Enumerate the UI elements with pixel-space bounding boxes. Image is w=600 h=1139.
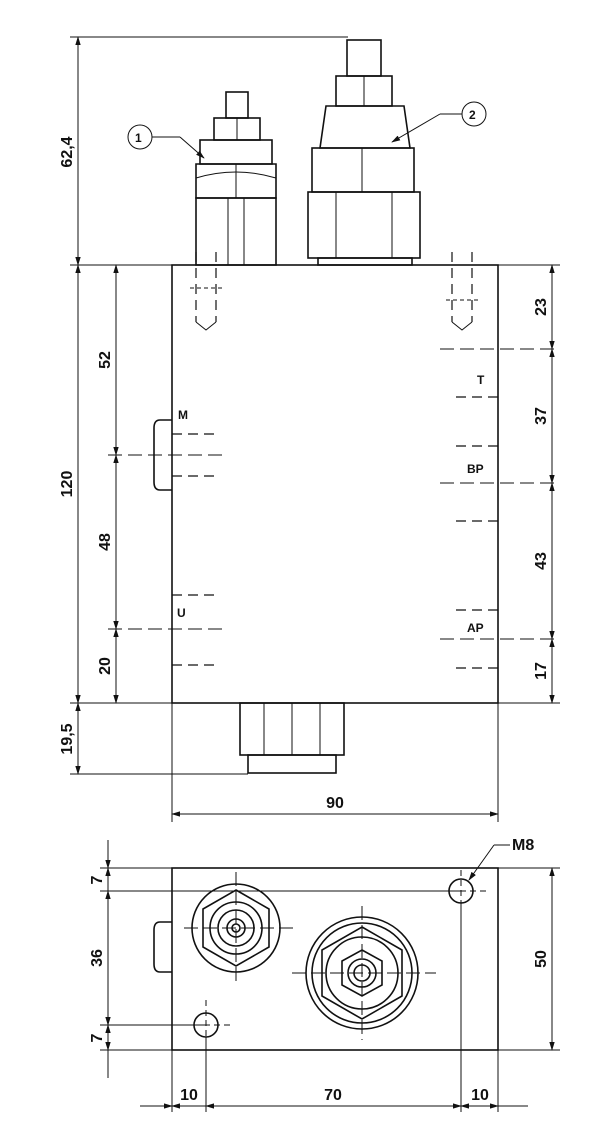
svg-text:2: 2	[469, 108, 476, 122]
cartridge-1	[195, 91, 277, 266]
port-small	[184, 872, 296, 984]
dim-width: 90	[326, 795, 344, 812]
threaded-hole-right	[446, 252, 478, 331]
bottom-plug	[239, 702, 345, 774]
threaded-hole-left	[190, 252, 222, 331]
dim-right-17: 17	[533, 662, 550, 680]
dim-bottom-plug: 19,5	[59, 723, 76, 754]
cartridge-2	[307, 39, 421, 266]
valve-body	[171, 264, 499, 704]
bottom-view-body	[171, 867, 499, 1051]
m8-leader: M8	[468, 837, 534, 881]
dim-right-37: 37	[533, 407, 550, 425]
dim-left-48: 48	[97, 533, 114, 551]
port-label-bp: BP	[467, 462, 484, 476]
dim-cartridge-height: 62,4	[59, 136, 76, 167]
dim-left-10: 10	[180, 1087, 198, 1104]
dim-body-height: 120	[59, 471, 76, 498]
port-label-u: U	[177, 606, 186, 620]
dim-height-50: 50	[533, 950, 550, 968]
dim-center-70: 70	[324, 1087, 342, 1104]
callout-2: 2	[391, 101, 487, 143]
dim-top-7: 7	[89, 875, 106, 884]
dim-bot-7: 7	[89, 1033, 106, 1042]
front-view: M U T BP AP 1 2	[59, 36, 560, 822]
m8-hole-bottom	[184, 1000, 232, 1048]
dim-left-52: 52	[97, 351, 114, 369]
m8-label: M8	[512, 837, 534, 854]
bottom-view: M8 7 36 7 50 10 70 10	[89, 837, 560, 1112]
dim-right-23: 23	[533, 298, 550, 316]
port-label-ap: AP	[467, 621, 484, 635]
dim-left-20: 20	[97, 657, 114, 675]
callout-1: 1	[127, 124, 205, 159]
right-ports-hidden	[440, 348, 560, 669]
port-label-m: M	[178, 408, 188, 422]
port-label-t: T	[477, 373, 485, 387]
svg-text:1: 1	[135, 131, 142, 145]
port-large	[292, 906, 436, 1040]
left-ports-hidden	[108, 433, 228, 666]
dim-right-43: 43	[533, 552, 550, 570]
dim-right-10: 10	[471, 1087, 489, 1104]
dim-mid-36: 36	[89, 949, 106, 967]
